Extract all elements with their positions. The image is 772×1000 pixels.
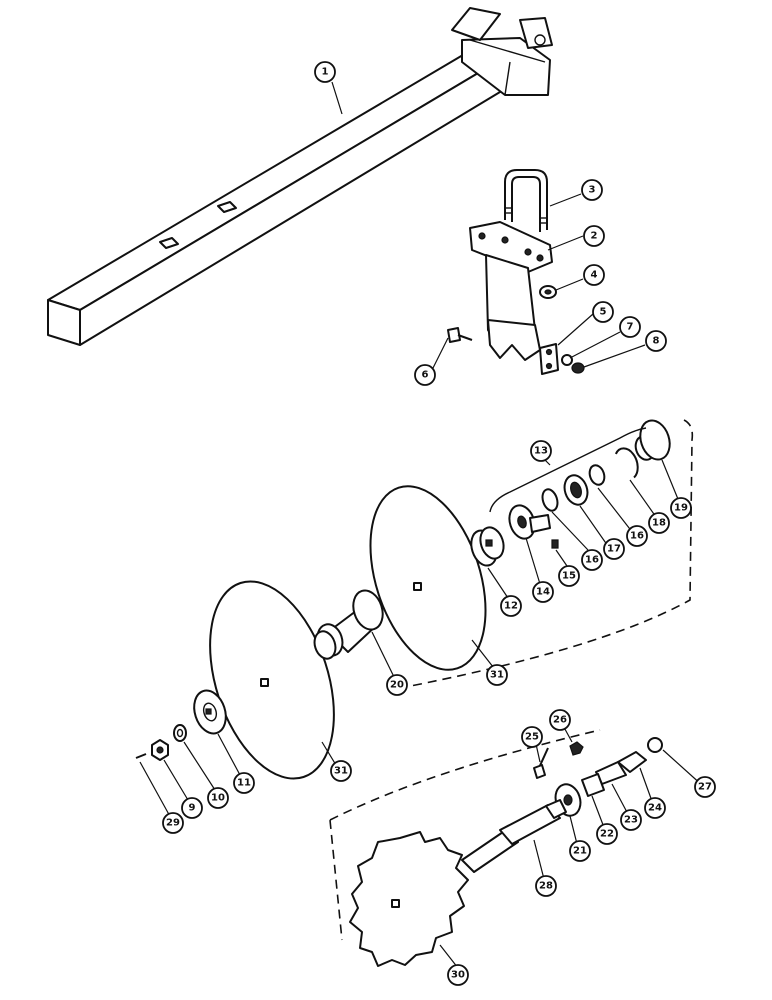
u-bolt bbox=[504, 169, 548, 232]
svg-text:29: 29 bbox=[166, 818, 180, 829]
disc-blade-right bbox=[369, 485, 487, 671]
svg-text:21: 21 bbox=[573, 846, 587, 857]
svg-text:30: 30 bbox=[451, 970, 465, 981]
svg-text:3: 3 bbox=[589, 185, 596, 196]
callout-16-outer: 16 bbox=[626, 525, 648, 547]
group-outline-lower bbox=[329, 729, 601, 941]
svg-text:10: 10 bbox=[211, 793, 225, 804]
callout-27: 27 bbox=[694, 776, 716, 798]
gang-end-hardware bbox=[135, 689, 227, 761]
svg-text:12: 12 bbox=[504, 601, 518, 612]
svg-text:16: 16 bbox=[585, 555, 599, 566]
group-bracket-13 bbox=[489, 427, 647, 513]
svg-text:31: 31 bbox=[490, 670, 504, 681]
callout-26: 26 bbox=[549, 709, 571, 731]
callout-9: 9 bbox=[181, 797, 203, 819]
callout-4: 4 bbox=[583, 264, 605, 286]
callout-15: 15 bbox=[558, 565, 580, 587]
svg-text:1: 1 bbox=[322, 67, 329, 78]
callout-22: 22 bbox=[596, 823, 618, 845]
svg-text:16: 16 bbox=[630, 531, 644, 542]
callout-24: 24 bbox=[644, 797, 666, 819]
callout-21: 21 bbox=[569, 840, 591, 862]
svg-text:28: 28 bbox=[539, 881, 553, 892]
spool-spacer bbox=[313, 589, 384, 660]
svg-text:23: 23 bbox=[624, 815, 638, 826]
callout-5: 5 bbox=[592, 301, 614, 323]
callout-25: 25 bbox=[521, 726, 543, 748]
callout-3: 3 bbox=[581, 179, 603, 201]
callout-6: 6 bbox=[414, 364, 436, 386]
callout-8: 8 bbox=[645, 330, 667, 352]
callout-31-left: 31 bbox=[330, 760, 352, 782]
callout-13: 13 bbox=[530, 440, 552, 462]
disc-blade-left bbox=[209, 580, 335, 780]
callout-30: 30 bbox=[447, 964, 469, 986]
svg-text:20: 20 bbox=[390, 680, 404, 691]
svg-text:27: 27 bbox=[698, 782, 712, 793]
leader-lines bbox=[139, 81, 704, 969]
callout-29: 29 bbox=[162, 812, 184, 834]
callout-1: 1 bbox=[314, 61, 336, 83]
svg-text:24: 24 bbox=[648, 803, 662, 814]
notched-disc-blade bbox=[349, 831, 469, 967]
callout-11: 11 bbox=[233, 772, 255, 794]
svg-text:26: 26 bbox=[553, 715, 567, 726]
callout-7: 7 bbox=[619, 316, 641, 338]
svg-text:6: 6 bbox=[422, 370, 429, 381]
callout-12: 12 bbox=[500, 595, 522, 617]
svg-text:14: 14 bbox=[536, 587, 550, 598]
svg-text:22: 22 bbox=[600, 829, 614, 840]
hanger-fasteners bbox=[447, 285, 585, 375]
svg-text:31: 31 bbox=[334, 766, 348, 777]
svg-text:9: 9 bbox=[189, 803, 196, 814]
svg-text:8: 8 bbox=[653, 336, 660, 347]
callout-10: 10 bbox=[207, 787, 229, 809]
svg-text:17: 17 bbox=[607, 544, 621, 555]
group-outline-upper bbox=[389, 419, 694, 691]
svg-text:18: 18 bbox=[652, 518, 666, 529]
hanger-bracket bbox=[469, 221, 553, 361]
svg-text:25: 25 bbox=[525, 732, 539, 743]
svg-text:15: 15 bbox=[562, 571, 576, 582]
callout-20: 20 bbox=[386, 674, 408, 696]
callout-23: 23 bbox=[620, 809, 642, 831]
callout-2: 2 bbox=[583, 225, 605, 247]
callout-18: 18 bbox=[648, 512, 670, 534]
callout-16-inner: 16 bbox=[581, 549, 603, 571]
svg-text:19: 19 bbox=[674, 503, 688, 514]
callout-31-right: 31 bbox=[486, 664, 508, 686]
tool-bar-beam bbox=[47, 7, 553, 346]
callout-17: 17 bbox=[603, 538, 625, 560]
svg-text:7: 7 bbox=[627, 322, 634, 333]
shaft-hardware bbox=[461, 737, 663, 873]
callout-14: 14 bbox=[532, 581, 554, 603]
svg-text:13: 13 bbox=[534, 446, 548, 457]
callout-19: 19 bbox=[670, 497, 692, 519]
svg-text:11: 11 bbox=[237, 778, 251, 789]
svg-text:5: 5 bbox=[600, 307, 607, 318]
svg-text:4: 4 bbox=[591, 270, 598, 281]
bearing-assembly bbox=[470, 419, 671, 567]
callout-28: 28 bbox=[535, 875, 557, 897]
svg-text:2: 2 bbox=[591, 231, 598, 242]
